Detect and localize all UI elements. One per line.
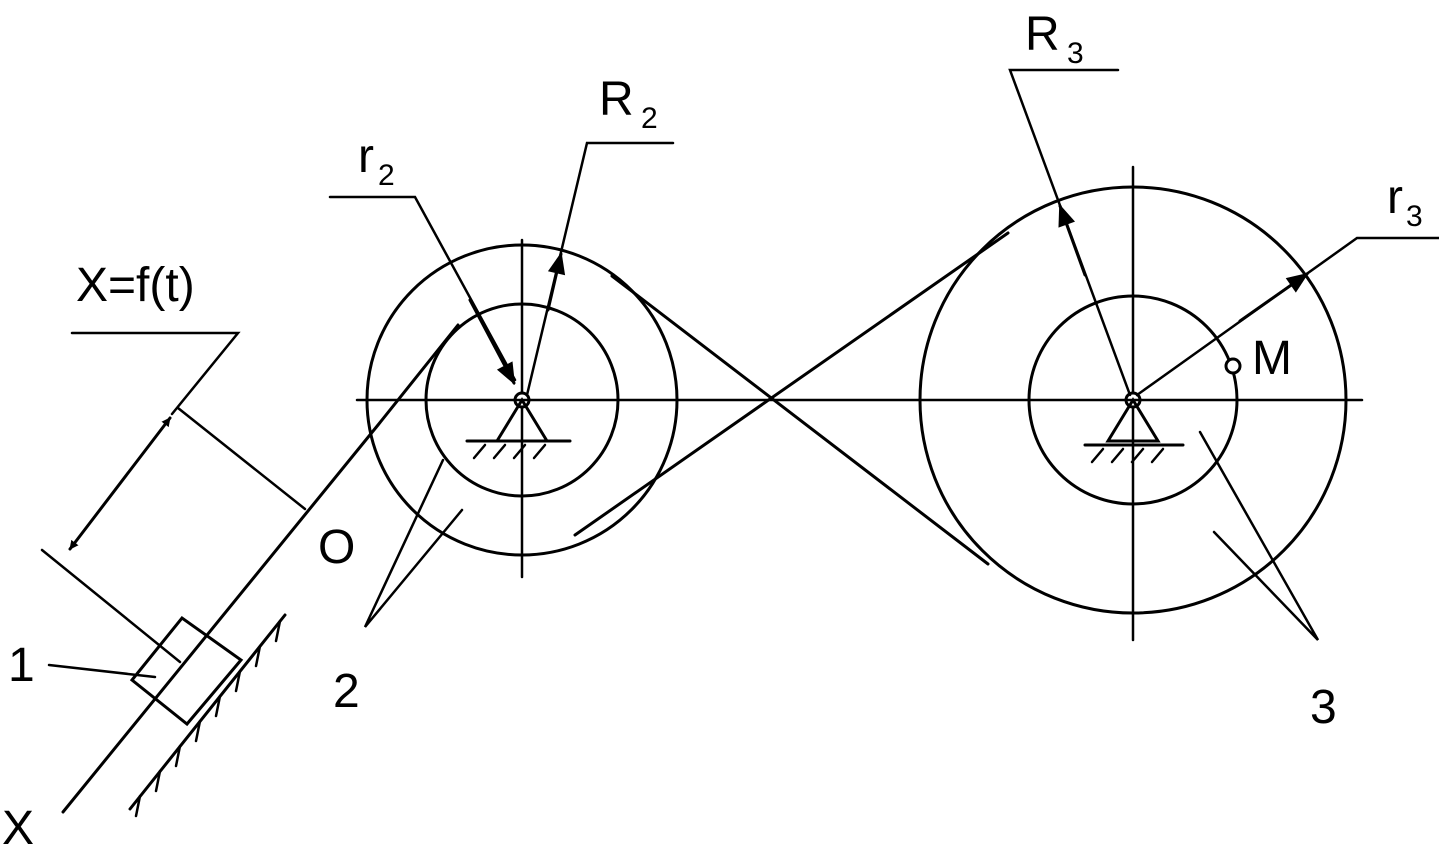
body-3-leader — [1198, 430, 1320, 641]
cord-to-pulley-2 — [61, 323, 460, 814]
label-r2: r 2 — [358, 130, 395, 192]
body-2-leader — [363, 458, 464, 628]
R2-leader — [525, 141, 675, 397]
label-axis-x: X — [2, 802, 34, 853]
r3-leader — [1135, 236, 1439, 397]
svg-text:3: 3 — [1067, 37, 1084, 70]
svg-text:r: r — [358, 130, 374, 183]
svg-text:3: 3 — [1406, 200, 1423, 233]
pulley-3 — [918, 165, 1348, 642]
label-R3: R 3 — [1025, 8, 1084, 70]
guide-hatch — [134, 619, 282, 818]
R2-arrow — [546, 251, 566, 312]
point-m-marker — [1224, 357, 1242, 375]
svg-text:R: R — [599, 73, 634, 126]
label-R2: R 2 — [599, 73, 658, 135]
R3-arrow — [1058, 203, 1087, 277]
dimension-leader — [70, 331, 241, 416]
svg-text:2: 2 — [641, 102, 658, 135]
dimension-arrow — [68, 416, 172, 551]
label-body-1: 1 — [8, 639, 35, 692]
r2-leader — [328, 195, 517, 382]
svg-text:r: r — [1387, 171, 1403, 224]
R3-leader — [1008, 68, 1132, 397]
label-origin: O — [318, 521, 355, 574]
pulley-3-hatch — [1090, 447, 1165, 464]
dimension-x — [40, 331, 307, 664]
body-1-block — [129, 615, 244, 727]
r2-arrow — [468, 298, 516, 385]
pulley-2-hatch — [472, 443, 547, 460]
extension-line-lower — [40, 548, 182, 664]
label-body-2: 2 — [333, 665, 360, 718]
label-r3: r 3 — [1387, 171, 1423, 233]
r3-arrow — [1238, 272, 1309, 323]
body-1-leader — [47, 663, 157, 679]
svg-text:R: R — [1025, 8, 1060, 61]
pulley-3-support — [1105, 397, 1161, 443]
label-x-equation: X=f(t) — [76, 259, 195, 312]
guide-surface — [128, 613, 287, 811]
label-body-3: 3 — [1310, 681, 1337, 734]
svg-text:2: 2 — [378, 159, 395, 192]
belt-segment-upper-to-lower — [610, 274, 990, 566]
extension-line-upper — [176, 406, 307, 511]
label-point-m: M — [1252, 332, 1292, 385]
crossed-belt — [573, 231, 1010, 566]
belt-segment-lower-to-upper — [573, 231, 1010, 537]
inclined-guide — [128, 613, 287, 818]
